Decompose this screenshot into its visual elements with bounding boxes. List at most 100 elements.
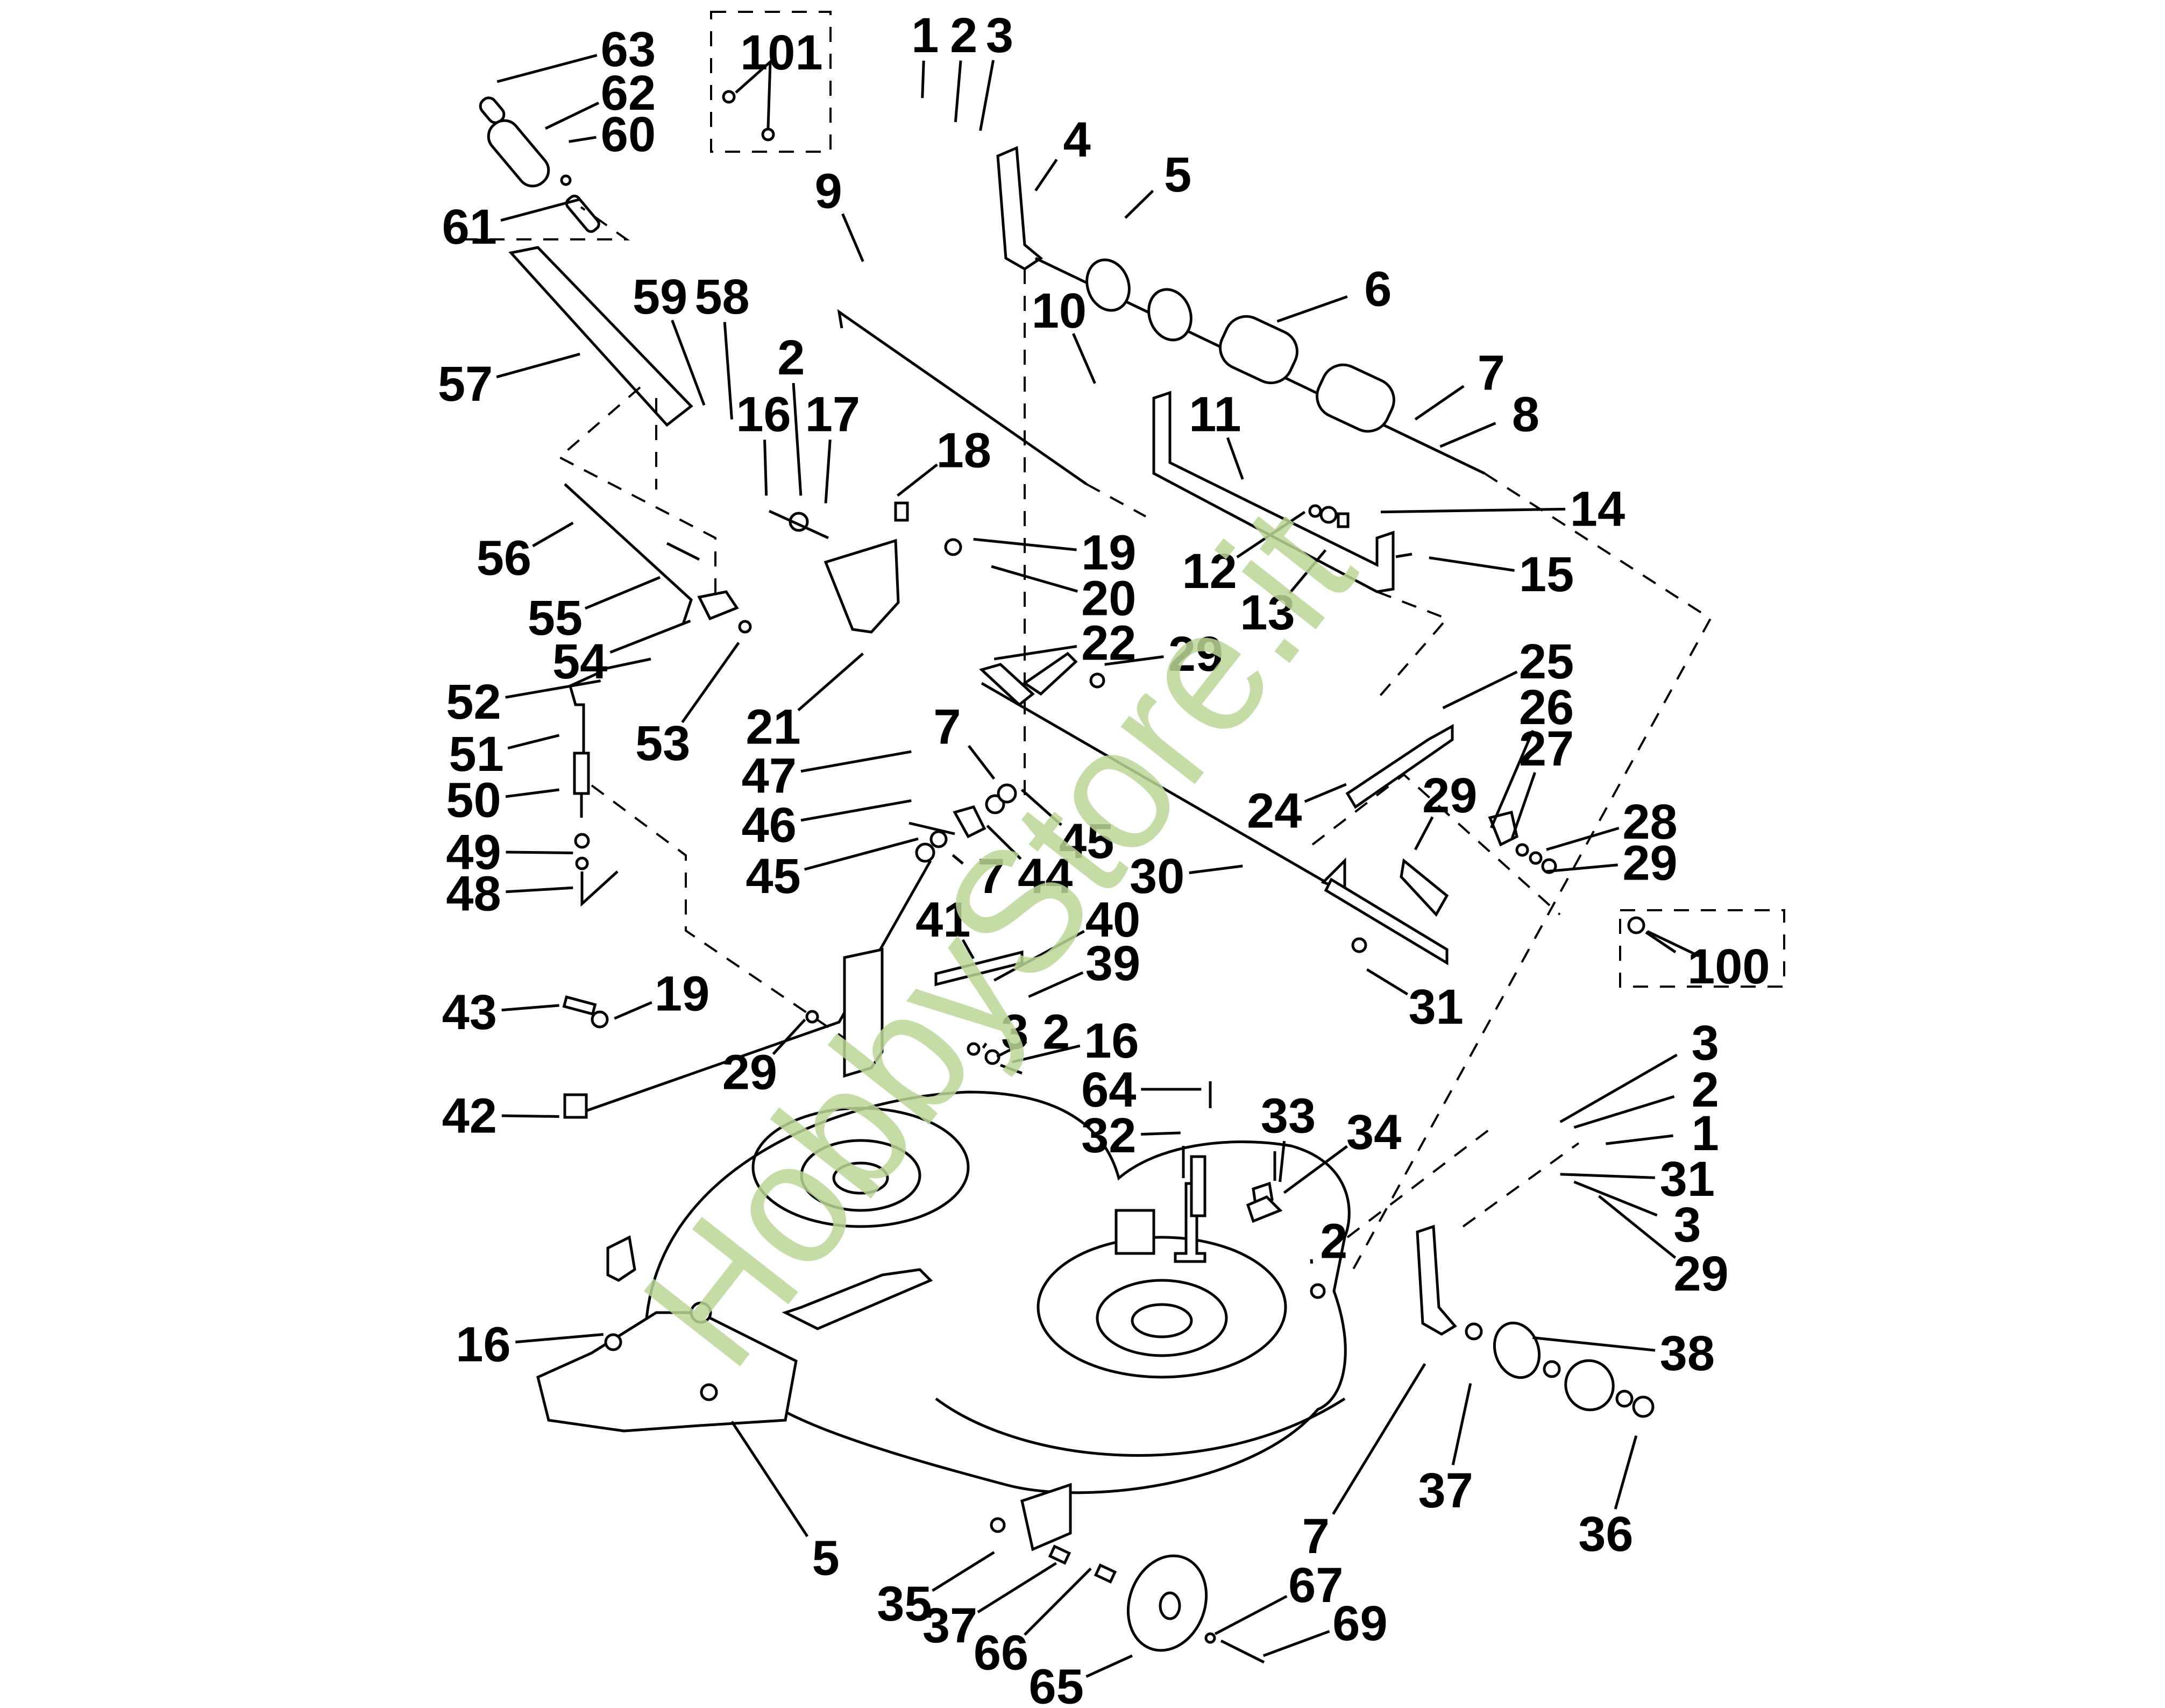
leader-line-47 bbox=[800, 750, 912, 773]
leader-line-50 bbox=[505, 788, 559, 798]
wheel-68 bbox=[1126, 1554, 1208, 1652]
leader-line-15 bbox=[1429, 556, 1515, 572]
callout-label-24: 24 bbox=[1247, 784, 1302, 839]
callout-label-11: 11 bbox=[1189, 387, 1241, 442]
leader-line-56 bbox=[532, 521, 574, 548]
leader-line-22 bbox=[993, 644, 1077, 661]
callout-label-31: 31 bbox=[1408, 980, 1463, 1034]
bracket-4 bbox=[996, 146, 1044, 271]
callout-label-32: 32 bbox=[1081, 1108, 1136, 1163]
leader-line-1 bbox=[1606, 1134, 1673, 1145]
leader-line-14 bbox=[1380, 507, 1566, 514]
callout-label-19: 19 bbox=[1081, 526, 1136, 580]
callout-label-25: 25 bbox=[1519, 634, 1574, 689]
callout-label-51: 51 bbox=[449, 727, 503, 782]
leader-line-4 bbox=[1034, 159, 1058, 192]
nut-49 bbox=[574, 833, 590, 849]
leader-line-31 bbox=[1560, 1173, 1655, 1179]
callout-label-1: 1 bbox=[1692, 1106, 1719, 1161]
leader-line-29 bbox=[1546, 863, 1618, 873]
height-plate-21 bbox=[824, 538, 900, 634]
kit-box-101 bbox=[710, 11, 832, 153]
callout-label-17: 17 bbox=[805, 387, 860, 442]
callout-label-52: 52 bbox=[446, 675, 501, 729]
leader-line-36 bbox=[1614, 1435, 1638, 1509]
callout-leaders bbox=[496, 54, 1700, 1678]
leader-line-29 bbox=[1104, 655, 1164, 666]
callout-label-49: 49 bbox=[446, 825, 501, 880]
leader-line-67 bbox=[1214, 1594, 1288, 1635]
leader-line-2 bbox=[1573, 1095, 1675, 1129]
leader-line-66 bbox=[1024, 1568, 1092, 1636]
callout-label-12: 12 bbox=[1182, 544, 1237, 599]
spring-part bbox=[565, 194, 600, 233]
callout-label-1: 1 bbox=[911, 8, 939, 63]
callout-label-39: 39 bbox=[1085, 936, 1140, 991]
leader-line-28 bbox=[1546, 827, 1620, 851]
callout-label-69: 69 bbox=[1332, 1596, 1387, 1651]
leader-line-59 bbox=[671, 320, 706, 406]
bracket-11 bbox=[1152, 391, 1395, 593]
callout-label-59: 59 bbox=[633, 270, 687, 324]
callout-label-34: 34 bbox=[1346, 1105, 1401, 1160]
leader-line-52 bbox=[505, 679, 601, 699]
leader-line-37 bbox=[977, 1562, 1057, 1614]
callout-label-2: 2 bbox=[1692, 1062, 1719, 1117]
leader-line-3 bbox=[1573, 1180, 1658, 1217]
threaded-rod bbox=[578, 860, 932, 1115]
callout-label-100: 100 bbox=[1687, 939, 1770, 994]
leader-line-3 bbox=[1559, 1053, 1678, 1123]
leader-line-7 bbox=[952, 854, 964, 865]
leader-line-100 bbox=[1646, 930, 1700, 958]
cap-35 bbox=[1632, 1395, 1655, 1418]
leader-line-18 bbox=[896, 463, 938, 497]
callout-label-13: 13 bbox=[1240, 585, 1295, 640]
callout-label-44: 44 bbox=[1018, 849, 1073, 904]
callout-label-2: 2 bbox=[950, 8, 977, 63]
leader-line-69 bbox=[1262, 1630, 1330, 1657]
leader-line-51 bbox=[507, 734, 560, 750]
callout-label-33: 33 bbox=[1261, 1088, 1316, 1143]
nut-icon bbox=[1627, 916, 1645, 934]
leader-line-19 bbox=[614, 1001, 652, 1020]
leader-line-2 bbox=[954, 60, 962, 122]
callout-label-5: 5 bbox=[812, 1531, 839, 1586]
leader-line-25 bbox=[1442, 670, 1518, 710]
leader-line-9 bbox=[841, 213, 864, 262]
callout-label-67: 67 bbox=[1288, 1558, 1343, 1613]
nut-48 bbox=[575, 856, 589, 870]
callout-label-57: 57 bbox=[438, 357, 493, 412]
roller-6b bbox=[1316, 363, 1395, 433]
callout-label-60: 60 bbox=[601, 107, 656, 162]
leader-line-26 bbox=[1490, 729, 1535, 828]
leader-line-55 bbox=[584, 576, 661, 610]
callout-label-101: 101 bbox=[740, 25, 823, 80]
callout-label-14: 14 bbox=[1570, 482, 1625, 537]
leader-line-60 bbox=[569, 136, 597, 143]
callout-label-66: 66 bbox=[974, 1626, 1028, 1681]
block-42 bbox=[563, 1093, 588, 1119]
callout-label-3: 3 bbox=[1001, 1005, 1028, 1060]
callout-label-46: 46 bbox=[742, 798, 797, 853]
callout-label-18: 18 bbox=[936, 423, 991, 478]
leader-line-27 bbox=[1510, 772, 1536, 839]
callout-label-29: 29 bbox=[722, 1045, 777, 1100]
nut-icon bbox=[761, 127, 775, 141]
leader-line-49 bbox=[506, 851, 573, 854]
callout-label-28: 28 bbox=[1622, 795, 1677, 849]
callout-label-43: 43 bbox=[442, 985, 497, 1040]
callout-label-15: 15 bbox=[1519, 547, 1574, 602]
callout-label-65: 65 bbox=[1029, 1660, 1084, 1708]
leader-line-10 bbox=[1072, 333, 1096, 384]
leader-line-24 bbox=[1304, 783, 1347, 803]
link-31 bbox=[1324, 877, 1449, 966]
callout-label-16: 16 bbox=[736, 387, 791, 442]
lift-lever bbox=[508, 246, 693, 427]
leader-line-40 bbox=[993, 930, 1085, 982]
callout-label-58: 58 bbox=[694, 270, 749, 324]
leader-line-2 bbox=[1310, 1259, 1314, 1264]
bolt-50 bbox=[573, 752, 590, 795]
leader-line-37 bbox=[1451, 1383, 1472, 1465]
leader-line-54 bbox=[609, 619, 691, 654]
